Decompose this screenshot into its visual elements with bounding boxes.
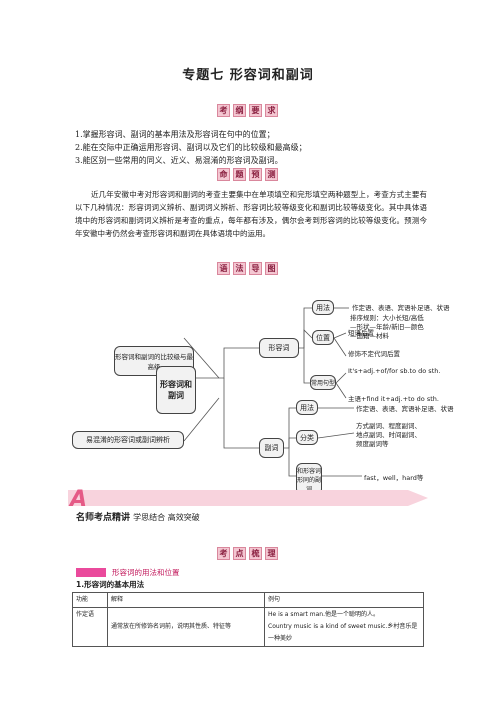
adj-pos1: 短语后置	[348, 329, 374, 337]
adj-pos2: 修饰不定代词后置	[348, 350, 400, 358]
propositions-tag: 命 题 预 测	[217, 168, 278, 181]
requirement-item: 1.掌握形容词、副词的基本用法及形容词在句中的位置；	[75, 130, 275, 139]
points-tag: 考 点 梳 理	[217, 547, 278, 560]
famous-main: 名师考点精讲	[76, 513, 131, 523]
tag-char: 考	[217, 104, 230, 117]
table-cell: He is a smart man.他是一个聪明的人。 Country musi…	[264, 607, 424, 647]
example-line: Country music is a kind of sweet music.乡…	[268, 623, 418, 642]
subsection-title: 形容词的用法和位置	[112, 568, 180, 577]
left-bottom-node: 易混淆的形容词或副词辨析	[72, 431, 184, 449]
point1-heading: 1.形容词的基本用法	[76, 580, 145, 589]
tag-char: 题	[233, 168, 246, 181]
famous-heading: 名师考点精讲 学思结合 高效突破	[76, 510, 200, 523]
tag-char: 法	[233, 262, 246, 275]
tag-char: 导	[249, 262, 262, 275]
table-cell: 作定语	[72, 607, 108, 647]
tag-char: 求	[265, 104, 278, 117]
page-title: 专题七 形容词和副词	[182, 68, 314, 83]
table-row: 作定语 通常放在所修饰名词前，说明其性质、特征等 He is a smart m…	[72, 607, 424, 647]
table-header: 例句	[264, 592, 424, 608]
requirement-item: 2.能在交际中正确运用形容词、副词以及它们的比较级和最高级；	[75, 143, 307, 152]
tag-char: 图	[265, 262, 278, 275]
banner-letter: A	[68, 487, 87, 508]
adv-usage-text: 作定语、表语、宾语补足语、状语	[356, 405, 454, 413]
adj-usage-node: 用法	[312, 300, 334, 315]
pattern1: It's+adj.+of/for sb.to do sth.	[348, 367, 441, 375]
tag-char: 点	[233, 547, 246, 560]
adj-node: 形容词	[259, 338, 299, 358]
table-header: 功能	[72, 592, 108, 608]
tag-char: 语	[217, 262, 230, 275]
table-header-row: 功能 解释 例句	[72, 592, 424, 608]
same-form-node: 和形容词形同的副词	[296, 463, 322, 495]
section-banner: A	[68, 487, 428, 508]
adj-position-node: 位置	[312, 330, 334, 345]
table-header: 解释	[107, 592, 265, 608]
requirement-item: 3.能区别一些常用的同义、近义、易混淆的形容词及副词。	[75, 156, 283, 165]
tag-char: 梳	[249, 547, 262, 560]
requirements-tag: 考 纲 要 求	[217, 104, 278, 117]
grammar-tag: 语 法 导 图	[217, 262, 278, 275]
subsection-marker	[76, 568, 106, 577]
tag-char: 理	[265, 547, 278, 560]
banner-strip	[68, 490, 428, 506]
tag-char: 命	[217, 168, 230, 181]
pattern2: 主语+find it+adj.+to do sth.	[348, 395, 439, 403]
tag-char: 预	[249, 168, 262, 181]
left-top-node: 形容词和副词的比较级与最高级	[114, 346, 194, 376]
prediction-paragraph: 近几年安徽中考对形容词和副词的考查主要集中在单项填空和完形填空两种题型上，考查方…	[75, 190, 427, 238]
tag-char: 考	[217, 547, 230, 560]
adv-class-text: 方式副词、程度副词、地点副词、时间副词、频度副词等	[356, 422, 421, 448]
tag-char: 纲	[233, 104, 246, 117]
grammar-mindmap: 形容词和副词的比较级与最高级 形容词和副词 易混淆的形容词或副词辨析 形容词 副…	[72, 278, 454, 503]
adv-class-node: 分类	[296, 430, 318, 445]
adj-usage-text: 作定语、表语、宾语补足语、状语	[352, 304, 450, 312]
adv-node: 副词	[259, 438, 284, 458]
tag-char: 要	[249, 104, 262, 117]
tag-char: 测	[265, 168, 278, 181]
adj-patterns-node: 常用句型	[310, 375, 336, 390]
adv-usage-node: 用法	[296, 400, 318, 415]
adj-order-text: 排序规则：大小长短/高低—形状—年龄/新旧—颜色—国籍—材料	[350, 314, 424, 340]
mindmap-lines	[183, 307, 362, 477]
usage-table: 功能 解释 例句 作定语 通常放在所修饰名词前，说明其性质、特征等 He is …	[72, 592, 424, 647]
same-form-text: fast，well，hard等	[364, 474, 424, 482]
center-node: 形容词和副词	[156, 366, 196, 414]
table-cell: 通常放在所修饰名词前，说明其性质、特征等	[107, 607, 265, 647]
subsection-heading: 形容词的用法和位置	[76, 567, 180, 578]
example-line: He is a smart man.他是一个聪明的人。	[268, 611, 380, 618]
requirements-list: 1.掌握形容词、副词的基本用法及形容词在句中的位置； 2.能在交际中正确运用形容…	[75, 128, 307, 167]
famous-sub: 学思结合 高效突破	[133, 513, 200, 522]
